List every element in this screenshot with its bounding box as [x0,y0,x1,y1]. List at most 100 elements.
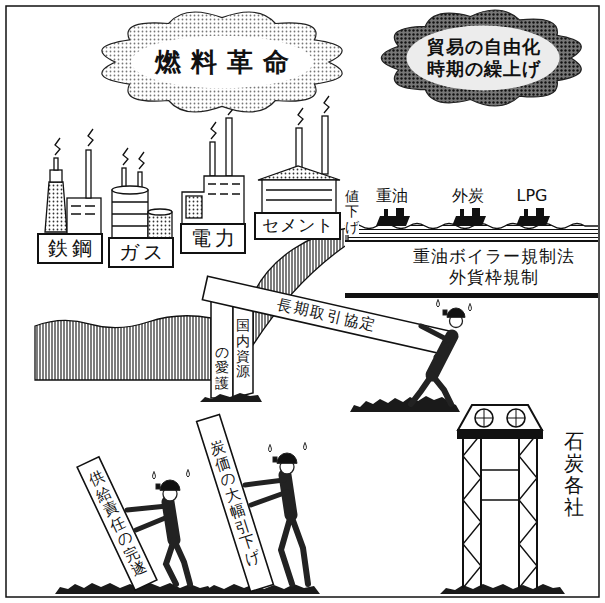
chimney [210,142,215,176]
factory-building [262,180,336,214]
sweat-drops [153,470,190,479]
gas-works [112,148,172,240]
cement-works [258,96,340,214]
smoke-mark [139,152,144,169]
cloud-light-center [131,36,313,89]
slogan-text: 値下げ [345,189,359,235]
cloud-light-center [407,26,560,91]
ship-hull [376,216,410,226]
smoke-mark [298,108,303,125]
chimney [296,128,302,172]
window-lines [71,206,95,214]
miner-body [168,502,174,540]
headframe-top [458,405,542,430]
smoke-mark [324,96,329,113]
helmet-lamp [273,457,277,462]
miner-legs [411,375,451,404]
regulation-text: 重油ボイラー規制法 [395,246,592,267]
headframe-legs [463,430,537,588]
factory-label: セメント [261,215,334,236]
slogan-text: 供給責任の完遂 [86,468,149,579]
chimney [86,150,91,198]
smoke-cloud: 燃料革命 [97,10,347,114]
slogan-text: 国内資源 [236,318,250,380]
helmet-lamp [156,484,160,489]
sweat-drops [437,300,472,311]
factory-box: セメント [254,212,341,239]
company-label: 石炭各社 [564,430,584,518]
smoke-mark [211,122,216,139]
miner-helmet [160,480,180,490]
ship-stack [384,209,388,216]
cargo-label: 外炭 [452,187,484,205]
ship-hull [516,216,550,226]
oil-flood [35,316,211,380]
prop-pole [77,457,157,590]
dark-cloud: 貿易の自由化 時期の繰上げ [380,9,586,107]
factory-box: 鉄鋼 [37,233,103,264]
factory-label: 鉄鋼 [44,236,96,261]
smoke-mark [88,129,93,146]
mine-headframe [458,405,542,588]
miner-helmet [277,453,297,463]
cargo-label: 重油 [376,187,408,205]
gas-holder-top [148,209,172,215]
ship-hull [452,216,486,226]
headframe-beam [458,430,542,438]
slogan-text: 長期取引協定 [275,296,378,335]
factory-label: ガス [115,240,167,265]
smoke-mark [123,148,128,165]
cloud-shape [381,10,581,106]
factory-box: 電力 [180,223,246,254]
miner-arms [245,480,287,505]
steel-works [45,129,101,234]
cargo-label: LPG [517,187,548,205]
miner-legs [166,540,190,584]
headframe-bracing [463,434,481,588]
cloud-text: 燃料革命 [145,46,299,79]
ship-stack [524,209,528,216]
ship-cabin [536,208,544,216]
regulation-barrier: 重油ボイラー規制法外貨枠規制 [345,240,598,298]
chimney [54,158,58,170]
ship-cabin [472,208,480,216]
rubble-ground [440,584,565,594]
ship-stack [460,209,464,216]
miner-legs [281,515,308,584]
factory-label: 電力 [187,226,239,251]
cloud-shape [102,12,342,112]
factory-building [67,198,101,234]
window-lines [208,184,240,194]
sweat-drops [269,443,307,452]
collier-ship [452,208,486,226]
headframe-crossbar [481,470,519,500]
gas-holder-top [112,186,148,194]
factory-box: ガス [108,237,174,268]
factory-roof [258,166,340,180]
chimney [226,118,232,176]
tanker-ship [376,208,410,226]
power-station [182,98,244,240]
chimney [322,116,328,174]
blast-furnace [45,182,67,232]
cloud-text: 貿易の自由化 時期の繰上げ [421,36,546,81]
gas-holder [112,190,148,240]
headframe-bracing [519,434,537,588]
gas-carrier-ship [516,208,550,226]
rubble-ground [200,393,262,402]
miner-arms [127,506,170,530]
window-lines [266,190,332,200]
holder-bands [112,202,148,226]
smoke-mark [55,138,60,155]
regulation-text: 外貨枠規制 [395,267,592,288]
ship-cabin [396,208,404,216]
support-post [211,300,233,398]
wheel-spokes [475,409,525,427]
helmet-lamp [443,310,447,315]
miner-helmet [447,308,465,317]
miner-arms [421,326,448,357]
rubble-ground [350,396,460,412]
slogan-text: の愛護 [215,345,229,391]
building-shade [186,196,202,218]
